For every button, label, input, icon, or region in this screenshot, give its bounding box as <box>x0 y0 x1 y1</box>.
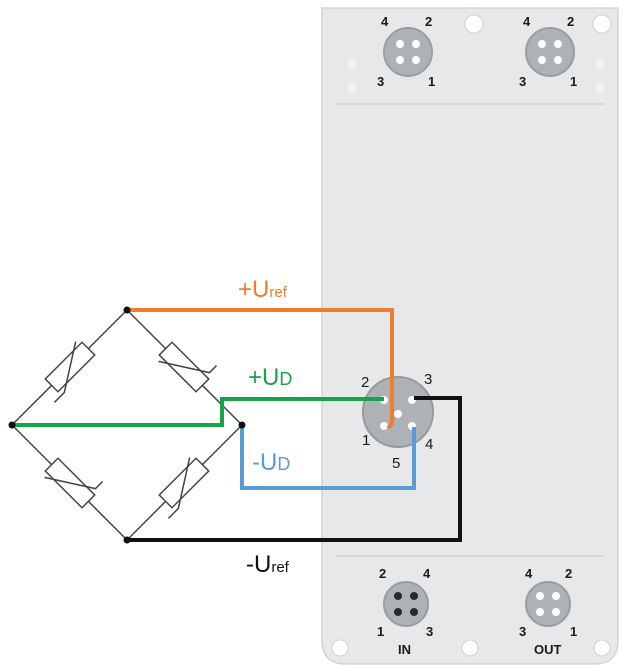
connector-label-in: IN <box>398 642 411 657</box>
pin-label-2: 2 <box>361 374 369 391</box>
bridge-node-bottom <box>123 536 131 544</box>
bridge-node-left <box>8 421 16 429</box>
label-uref-plus: +Uref <box>238 276 288 303</box>
mounting-hole <box>593 639 611 657</box>
label-uref-minus-sub: ref <box>271 559 289 576</box>
bottom-connector-out: 4 2 3 1 OUT <box>519 566 577 657</box>
pin-label: 1 <box>570 74 577 89</box>
pin-label: 2 <box>567 14 574 29</box>
status-led <box>348 84 356 92</box>
wire-uref-plus <box>127 308 394 430</box>
pin-label-1: 1 <box>362 432 370 449</box>
mounting-hole <box>331 639 349 657</box>
pin-label: 2 <box>565 566 572 581</box>
mounting-hole <box>464 14 484 34</box>
pin-1-socket <box>380 422 388 430</box>
pin-label: 4 <box>423 566 431 581</box>
bottom-connector-in: 2 4 1 3 IN <box>377 566 433 657</box>
status-led <box>596 60 604 68</box>
pin-label: 4 <box>525 566 533 581</box>
pin-label: 4 <box>523 14 531 29</box>
label-ud-plus-main: +U <box>248 364 279 391</box>
module-housing <box>321 7 619 665</box>
label-uref-minus-main: -U <box>246 551 271 578</box>
top-connector-left: 4 2 3 1 <box>377 14 435 89</box>
label-ud-minus-sub: D <box>277 454 290 474</box>
strain-gauge-bottom-left <box>44 457 104 509</box>
label-uref-minus: -Uref <box>246 551 290 578</box>
mounting-hole <box>592 14 612 34</box>
status-led <box>348 60 356 68</box>
wire-ud-plus <box>12 397 384 427</box>
bridge-node-right <box>238 421 246 429</box>
pin-5-socket <box>394 410 402 418</box>
pin-label: 3 <box>519 624 526 639</box>
label-ud-minus-main: -U <box>252 449 277 476</box>
label-ud-plus-sub: D <box>279 369 292 389</box>
pin-label: 1 <box>428 74 435 89</box>
pin-label-4: 4 <box>425 436 433 453</box>
strain-gauge-top-left <box>44 341 96 403</box>
connector-label-out: OUT <box>534 642 562 657</box>
wire-uref-minus <box>127 396 462 542</box>
label-ud-minus: -UD <box>252 449 290 476</box>
strain-gauge-bottom-right <box>158 457 210 519</box>
pin-label: 3 <box>519 74 526 89</box>
pin-label: 1 <box>570 624 577 639</box>
label-uref-plus-sub: ref <box>269 284 287 301</box>
status-led <box>596 84 604 92</box>
mounting-hole <box>461 639 479 657</box>
label-uref-plus-main: +U <box>238 276 269 303</box>
pin-label: 3 <box>377 74 384 89</box>
pin-label-3: 3 <box>424 371 432 388</box>
pin-label: 3 <box>426 624 433 639</box>
pin-label: 2 <box>425 14 432 29</box>
wire-ud-minus <box>240 425 416 490</box>
pin-label: 2 <box>379 566 386 581</box>
bridge-node-top <box>123 306 131 314</box>
pin-label: 4 <box>381 14 389 29</box>
top-connector-right: 4 2 3 1 <box>519 14 577 89</box>
strain-gauge-top-right <box>158 341 218 393</box>
pin-label-5: 5 <box>392 455 400 472</box>
pin-label: 1 <box>377 624 384 639</box>
label-ud-plus: +UD <box>248 364 292 391</box>
